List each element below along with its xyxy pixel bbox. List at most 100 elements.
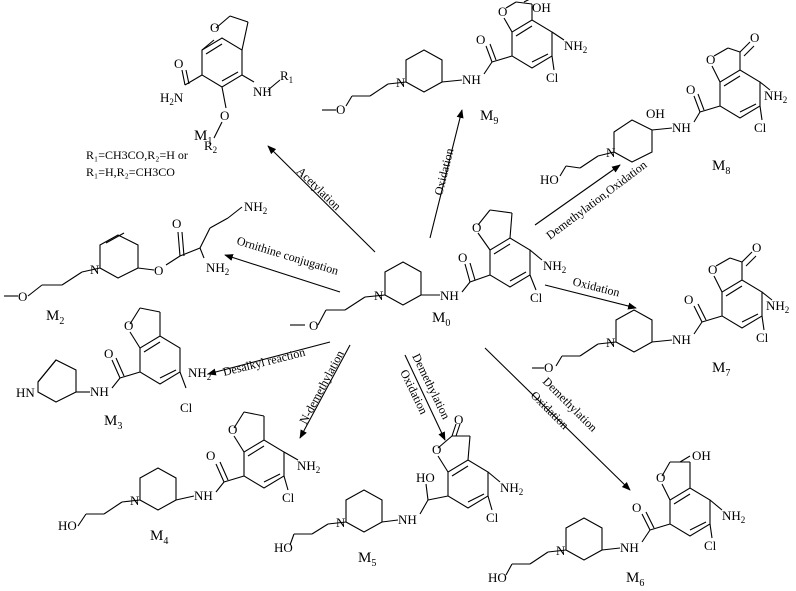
- structure-m2: [4, 206, 243, 297]
- m1-r1: R1: [280, 68, 293, 85]
- structure-m6: [505, 455, 723, 576]
- arrow-to-m2: [224, 254, 341, 293]
- m8-keto-o: O: [750, 30, 759, 45]
- rxn-ornithine-conjugation: Ornithine conjugation: [235, 233, 340, 277]
- m5-n-atom: N: [336, 515, 346, 530]
- arrow-to-m3: [207, 341, 331, 376]
- arrow-to-m7: [544, 284, 637, 310]
- arrow-to-m1: [267, 145, 376, 253]
- m6-cl: Cl: [704, 538, 717, 553]
- m0-nh2: NH2: [543, 258, 566, 275]
- m6-label: M6: [626, 570, 644, 586]
- m2-label: M2: [46, 308, 64, 327]
- m9-carbonyl-o: O: [476, 32, 485, 47]
- m5-ho: HO: [274, 540, 293, 555]
- m8-ring-o: O: [706, 52, 715, 67]
- m8-cl: Cl: [754, 120, 767, 135]
- structure-m3: [37, 307, 187, 403]
- m5-carbonyl-o: O: [454, 412, 463, 427]
- m2-nh2-alpha: NH2: [206, 260, 229, 277]
- m4-cl: Cl: [282, 490, 295, 505]
- arrow-to-m5: [404, 354, 446, 441]
- m1-carbonyl-o: O: [174, 56, 183, 71]
- structure-m5: [289, 423, 501, 546]
- m0-o-atom: O: [309, 318, 318, 333]
- m9-oh: OH: [532, 0, 551, 15]
- m4-label: M4: [150, 528, 168, 547]
- m0-cl: Cl: [530, 290, 543, 305]
- rxn-oxidation-m9: Oxidation: [431, 147, 456, 197]
- m0-n-atom: N: [374, 288, 384, 303]
- m9-furan-o: O: [498, 4, 507, 19]
- rxn-desalkyl: Desalkyl reaction: [221, 345, 306, 379]
- m8-ho: HO: [540, 172, 559, 187]
- m4-furan-o: O: [228, 422, 237, 437]
- m7-amide-nh: NH: [672, 332, 691, 347]
- m7-cl: Cl: [756, 330, 769, 345]
- m6-n-atom: N: [556, 543, 566, 558]
- m9-nh2: NH2: [564, 38, 587, 55]
- m5-nh: NH: [398, 512, 417, 527]
- m2-o-ether: O: [18, 289, 27, 304]
- m3-cl: Cl: [180, 400, 193, 415]
- m7-carbonyl-o: O: [684, 292, 693, 307]
- m1-furan-o: O: [210, 20, 219, 35]
- m5-nh2: NH2: [500, 480, 523, 497]
- m0-label: M0: [432, 310, 450, 329]
- m3-nh2: NH2: [188, 365, 211, 382]
- m6-oh: OH: [692, 448, 711, 463]
- m1-note-line1: R₁=CH3CO,R₂=H or: [86, 148, 188, 162]
- m8-label: M8: [712, 158, 730, 177]
- structure-m8: [559, 41, 771, 177]
- m7-n-atom: N: [606, 335, 616, 350]
- m5-lactone-o: O: [432, 442, 441, 457]
- m8-n-atom: N: [606, 145, 616, 160]
- m9-label: M9: [480, 108, 498, 127]
- m0-amide-nh: NH: [440, 288, 459, 303]
- arrow-to-m6: [484, 347, 631, 491]
- rxn-acetylation: Acetylation: [294, 164, 344, 213]
- m6-amide-nh: NH: [620, 540, 639, 555]
- m5-hydroxy: HO: [416, 470, 435, 485]
- m9-n-atom: N: [396, 75, 406, 90]
- m0-furan-o: O: [472, 220, 481, 235]
- m3-label: M3: [104, 413, 122, 432]
- m4-ho: HO: [58, 518, 77, 533]
- m4-n-atom: N: [130, 493, 140, 508]
- arrow-to-m8: [534, 164, 621, 226]
- m1-note-line2: R₁=H,R₂=CH3CO: [86, 165, 175, 179]
- m1-label: M1: [194, 128, 212, 147]
- structure-m9: [322, 0, 565, 111]
- m6-furan-o: O: [656, 470, 665, 485]
- m9-amide-nh: NH: [462, 72, 481, 87]
- m2-n-atom: N: [90, 262, 100, 277]
- m3-carbonyl-o: O: [104, 346, 113, 361]
- m7-o-ether: O: [544, 360, 553, 375]
- m4-nh2: NH2: [297, 458, 320, 475]
- m7-keto-o: O: [752, 240, 761, 255]
- m8-carbonyl-o: O: [686, 82, 695, 97]
- m5-label: M5: [358, 550, 376, 569]
- arrow-to-m9: [429, 109, 464, 239]
- m3-furan-o: O: [124, 318, 133, 333]
- m4-amide-nh: NH: [194, 488, 213, 503]
- structure-m1: [181, 15, 281, 139]
- m6-carbonyl-o: O: [632, 500, 641, 515]
- m7-nh2: NH2: [766, 298, 789, 315]
- m1-h2n: H2N: [160, 90, 184, 107]
- m7-ring-o: O: [708, 262, 717, 277]
- rxn-demethylation-oxidation-m8: Demethylation,Oxidation: [543, 158, 649, 243]
- m2-o-ester: O: [154, 263, 163, 278]
- m0-carbonyl-o: O: [458, 250, 467, 265]
- m7-label: M7: [712, 360, 730, 379]
- m2-nh2-terminal: NH2: [244, 199, 267, 216]
- m8-oh: OH: [646, 106, 665, 121]
- m3-hn: HN: [16, 385, 35, 400]
- arrow-to-m4: [299, 344, 351, 439]
- m6-ho: HO: [488, 570, 507, 585]
- structure-m0: [290, 209, 543, 326]
- rxn-oxidation-m7: Oxidation: [571, 274, 621, 299]
- m8-nh2: NH2: [764, 88, 787, 105]
